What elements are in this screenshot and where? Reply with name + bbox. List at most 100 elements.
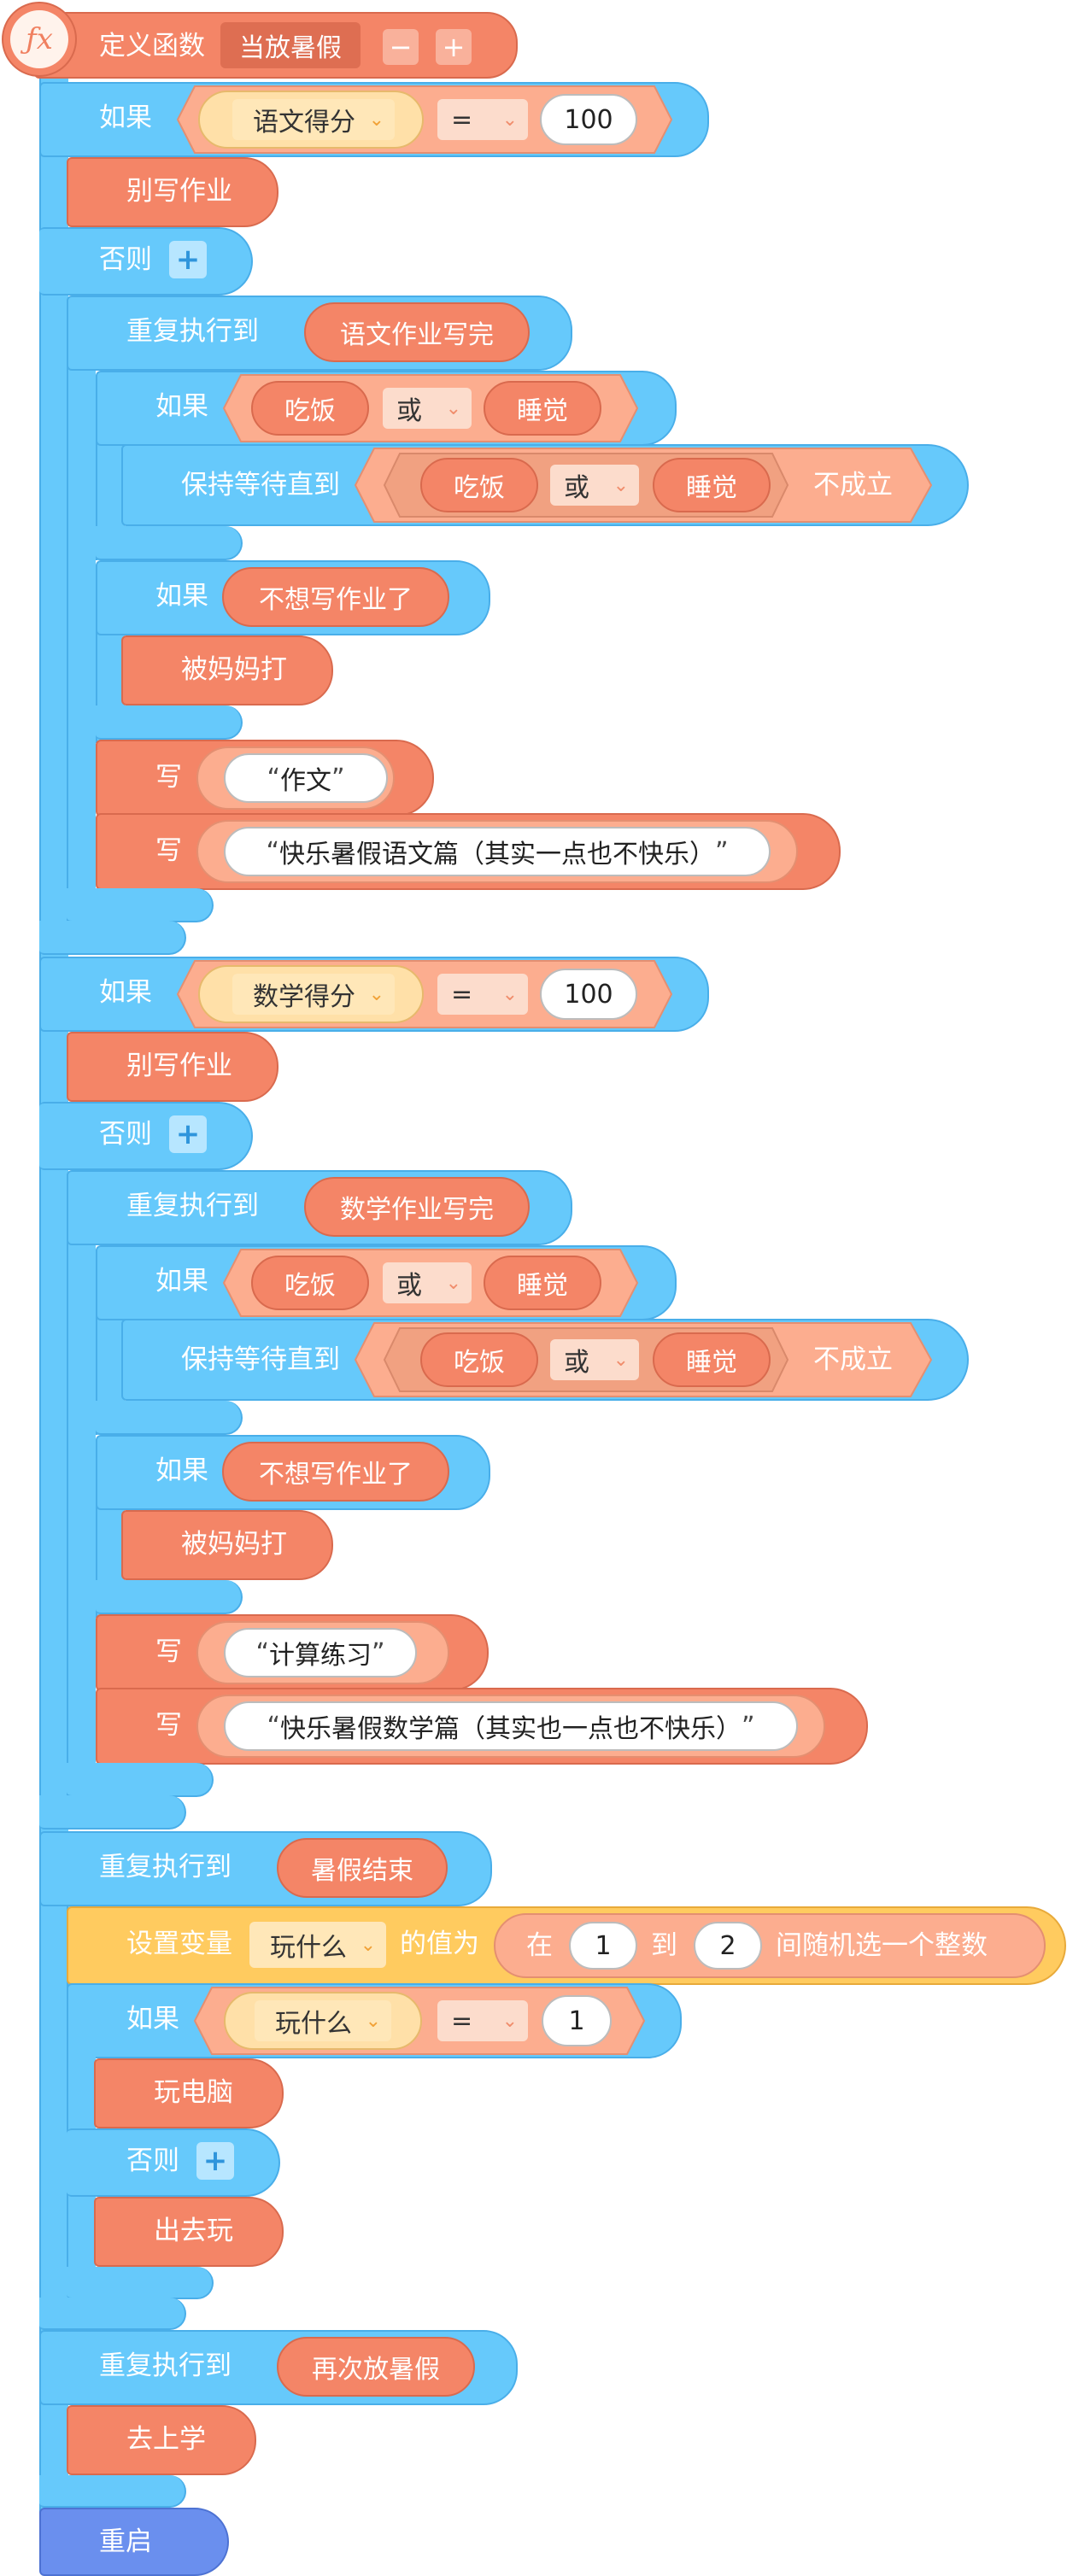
equals-operator: = [451, 979, 473, 1010]
if-label: 如果 [99, 977, 152, 1008]
if-else-block-foot [39, 921, 186, 955]
sleep-condition[interactable]: 睡觉 [484, 381, 601, 436]
chevron-down-icon: ⌄ [501, 2010, 518, 2032]
or-operator-dropdown[interactable]: 或⌄ [550, 465, 639, 506]
function-body-spine [39, 75, 68, 2518]
if-block-foot [96, 1580, 243, 1614]
add-else-if-button[interactable]: + [169, 1115, 207, 1153]
action-block[interactable] [121, 1510, 333, 1580]
action-block[interactable] [67, 157, 278, 227]
random-from-input[interactable]: 1 [569, 1922, 637, 1970]
or-operator-dropdown[interactable]: 或⌄ [550, 1339, 639, 1380]
chevron-down-icon: ⌄ [365, 2010, 381, 2032]
action-label: 出去玩 [154, 2216, 233, 2246]
action-block[interactable] [94, 2197, 284, 2267]
compare-value-input[interactable]: 100 [540, 969, 637, 1020]
if-label: 如果 [155, 1455, 208, 1486]
condition-pill[interactable]: 不想写作业了 [222, 567, 449, 627]
sleep-condition[interactable]: 睡觉 [484, 1256, 601, 1310]
variable-dropdown[interactable]: 语文得分⌄ [232, 99, 395, 140]
else-row [67, 2128, 280, 2197]
chevron-down-icon: ⌄ [613, 474, 629, 496]
action-block[interactable] [121, 635, 333, 705]
if-block-foot [96, 526, 243, 560]
compare-value-input[interactable]: 100 [540, 94, 637, 145]
eat-condition[interactable]: 吃饭 [251, 381, 369, 436]
text-input[interactable]: “快乐暑假数学篇（其实也一点也不快乐）” [224, 1701, 798, 1751]
or-operator: 或 [564, 1348, 589, 1378]
random-label: 间随机选一个整数 [776, 1930, 988, 1961]
remove-param-button[interactable]: − [383, 29, 419, 65]
equals-operator: = [451, 2005, 473, 2036]
eat-condition[interactable]: 吃饭 [251, 1256, 369, 1310]
sleep-condition[interactable]: 睡觉 [653, 1332, 771, 1387]
sleep-condition[interactable]: 睡觉 [653, 458, 771, 512]
else-row [39, 1102, 253, 1170]
repeat-block-foot [67, 888, 214, 922]
add-param-button[interactable]: + [436, 29, 472, 65]
wait-until-label: 保持等待直到 [181, 470, 340, 501]
repeat-condition[interactable]: 暑假结束 [277, 1838, 448, 1898]
add-else-if-button[interactable]: + [196, 2142, 234, 2180]
compare-value-input[interactable]: 1 [542, 1995, 612, 2046]
open-quote: “ [255, 1637, 269, 1668]
write-label: 写 [155, 1636, 182, 1667]
if-else-block-foot [39, 1795, 186, 1830]
if-block-foot [96, 705, 243, 740]
repeat-condition[interactable]: 再次放暑假 [277, 2337, 475, 2397]
write-label: 写 [155, 1710, 182, 1741]
eat-condition[interactable]: 吃饭 [420, 1332, 538, 1387]
fx-icon: ƒx [2, 2, 77, 77]
add-else-if-button[interactable]: + [169, 241, 207, 278]
repeat-until-label: 重复执行到 [126, 316, 259, 347]
or-operator-dropdown[interactable]: 或⌄ [383, 388, 472, 429]
random-in-label: 在 [526, 1930, 553, 1961]
if-block-foot [96, 1401, 243, 1435]
function-name-field[interactable]: 当放暑假 [220, 22, 361, 68]
open-quote: “ [267, 763, 280, 793]
repeat-until-label: 重复执行到 [99, 1852, 232, 1882]
text-value: 快乐暑假数学篇（其实也一点也不快乐） [280, 1714, 742, 1744]
action-block[interactable] [67, 2405, 256, 2475]
define-function-label: 定义函数 [99, 31, 205, 61]
repeat-block-foot [67, 1763, 214, 1797]
action-label: 玩电脑 [154, 2077, 233, 2108]
not-label: 不成立 [813, 1344, 893, 1375]
else-label: 否则 [126, 2146, 179, 2176]
action-block[interactable] [67, 1032, 278, 1102]
close-quote: ” [742, 1711, 755, 1742]
else-label: 否则 [99, 244, 152, 275]
open-quote: “ [267, 1711, 280, 1742]
variable-name: 数学得分 [253, 982, 355, 1012]
repeat-spine [67, 359, 96, 922]
or-operator-dropdown[interactable]: 或⌄ [383, 1262, 472, 1303]
equals-operator: = [451, 104, 473, 135]
action-block[interactable] [94, 2058, 284, 2128]
condition-pill[interactable]: 不想写作业了 [222, 1442, 449, 1502]
if-label: 如果 [155, 1266, 208, 1297]
restart-block[interactable] [39, 2508, 229, 2576]
repeat-condition[interactable]: 数学作业写完 [304, 1177, 530, 1237]
close-quote: ” [331, 763, 345, 793]
repeat-until-label: 重复执行到 [99, 2351, 232, 2381]
repeat-condition[interactable]: 语文作业写完 [304, 302, 530, 362]
random-to-input[interactable]: 2 [694, 1922, 762, 1970]
else-label: 否则 [99, 1119, 152, 1150]
variable-dropdown[interactable]: 数学得分⌄ [232, 974, 395, 1015]
operator-dropdown[interactable]: =⌄ [437, 974, 528, 1015]
operator-dropdown[interactable]: =⌄ [437, 99, 528, 140]
operator-dropdown[interactable]: =⌄ [437, 2000, 528, 2041]
text-input[interactable]: “快乐暑假语文篇（其实一点也不快乐）” [224, 827, 771, 876]
variable-name: 玩什么 [270, 1933, 347, 1963]
chevron-down-icon: ⌄ [501, 983, 518, 1005]
variable-dropdown[interactable]: 玩什么⌄ [249, 1922, 386, 1968]
text-value: 快乐暑假语文篇（其实一点也不快乐） [279, 840, 715, 869]
variable-dropdown[interactable]: 玩什么 ⌄ [255, 2000, 391, 2041]
eat-condition[interactable]: 吃饭 [420, 458, 538, 512]
text-value: 作文 [280, 766, 331, 796]
chevron-down-icon: ⌄ [368, 108, 384, 131]
text-input[interactable]: “作文” [224, 753, 388, 803]
text-input[interactable]: “计算练习” [224, 1628, 417, 1677]
variable-name: 玩什么 [275, 2009, 352, 2039]
repeat-block-foot [39, 2475, 186, 2508]
